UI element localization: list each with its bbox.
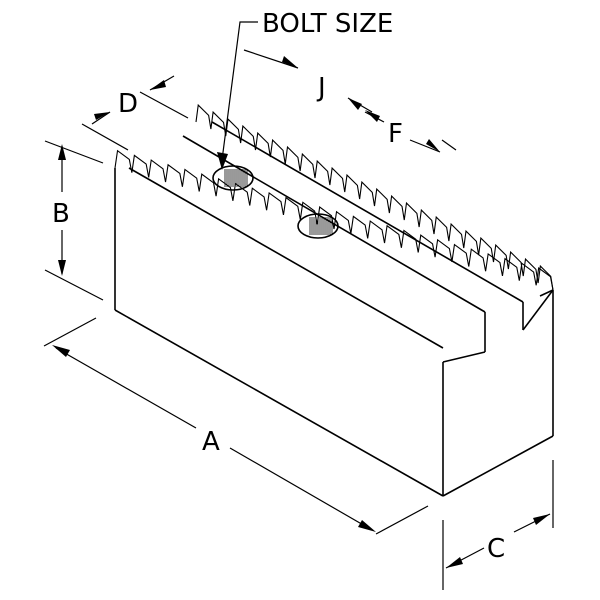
dimension-d-label: D [118, 89, 138, 119]
bolt-hole-1 [212, 165, 254, 191]
jaw-block-outline [114, 168, 554, 497]
bolt-hole-2 [297, 213, 339, 239]
dimension-b [44, 140, 104, 301]
dimension-c [442, 460, 554, 590]
bolt-size-leader [217, 21, 258, 170]
rear-serration-row [195, 103, 554, 303]
dimension-d [81, 75, 189, 151]
dimension-j-label: J [316, 73, 326, 103]
dimension-a [43, 317, 429, 535]
dimension-f [364, 110, 457, 153]
dimension-b-label: B [52, 199, 70, 229]
center-groove [182, 135, 554, 363]
dimension-a-label: A [202, 427, 220, 457]
front-serration-row [114, 149, 554, 349]
dimension-j [243, 49, 373, 113]
dimension-f-label: F [388, 119, 403, 149]
dimension-c-label: C [487, 534, 505, 564]
bolt-size-label: BOLT SIZE [262, 9, 393, 39]
